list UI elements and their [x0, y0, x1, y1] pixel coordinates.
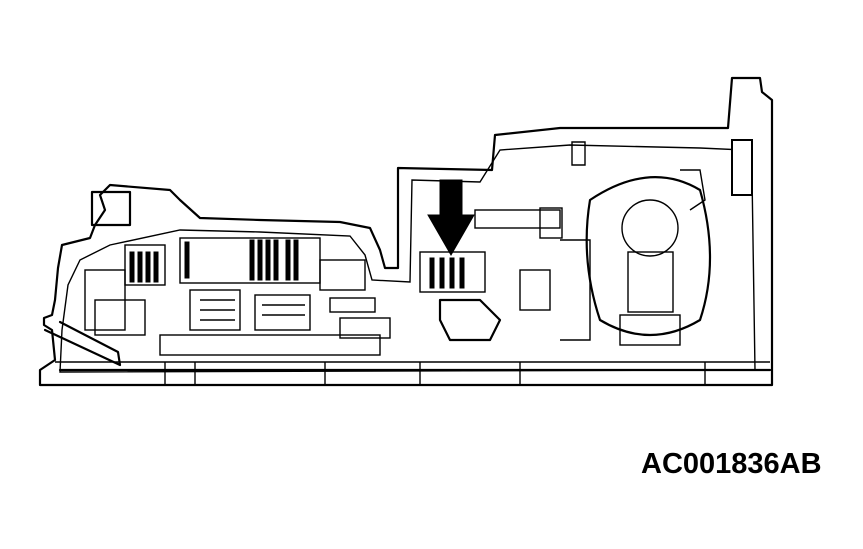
case-outline	[38, 76, 774, 387]
left-clutch-pack	[84, 244, 166, 336]
center-clutch-pack	[159, 237, 381, 356]
lower-shaft	[55, 361, 772, 385]
right-housing	[560, 139, 753, 346]
figure-code-label: AC001836AB	[641, 448, 822, 480]
left-lower-link	[43, 320, 122, 367]
left-bolt-boss	[90, 190, 132, 227]
arrow-down-icon	[427, 179, 475, 257]
indicated-clutch-assembly	[419, 207, 563, 342]
middle-planetary	[319, 259, 391, 339]
case-inner-contour	[59, 144, 756, 373]
